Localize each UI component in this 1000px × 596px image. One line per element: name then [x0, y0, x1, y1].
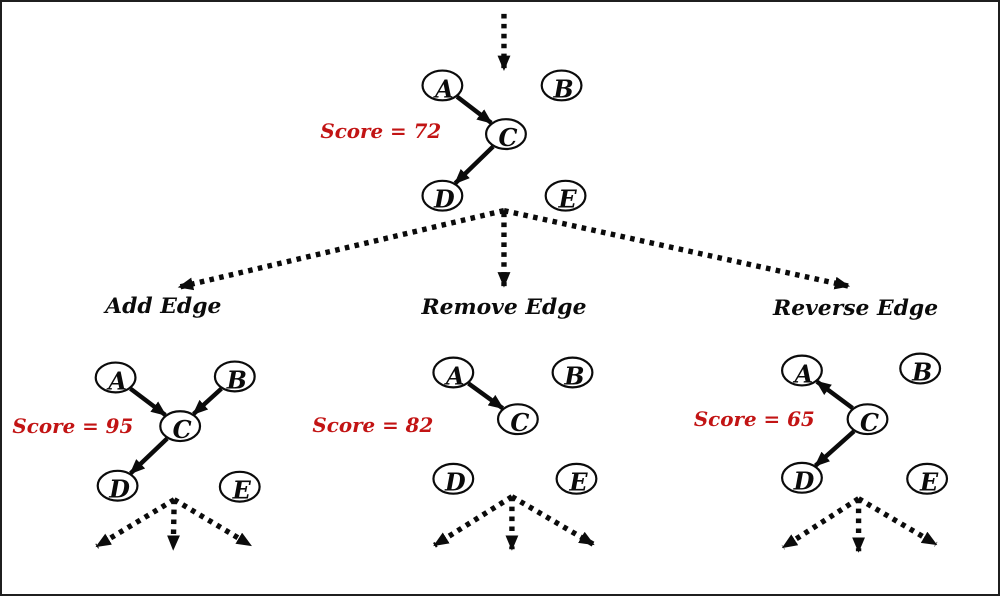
candidate-graph-add-edge-edge-A-C	[129, 386, 167, 417]
node-label: D	[444, 469, 466, 497]
graphs-layer: A B C D E A B C D E A B C D E A B C D E	[94, 69, 949, 505]
candidate-graph-reverse-edge-node-E: E	[906, 462, 949, 497]
node-ellipse	[899, 352, 942, 385]
remove-edge-score-label: Score = 82	[312, 413, 433, 437]
node-label: C	[510, 409, 529, 437]
expand-arrow-add-edge-right	[172, 497, 253, 548]
node-label: A	[444, 362, 465, 390]
node-label: A	[793, 360, 813, 388]
node-ellipse	[218, 470, 261, 503]
node-ellipse	[781, 354, 823, 387]
node-label: B	[563, 362, 584, 390]
candidate-graph-reverse-edge: A B C D E	[781, 352, 949, 497]
node-ellipse	[159, 410, 202, 443]
node-label: A	[433, 75, 454, 103]
parent-graph-node-C: C	[485, 118, 527, 152]
parent-graph-edge-C-D	[453, 144, 495, 185]
node-ellipse	[432, 356, 475, 389]
node-ellipse	[432, 462, 475, 495]
remove-edge-operation-label: Remove Edge	[420, 294, 586, 320]
node-ellipse	[555, 462, 598, 495]
candidate-graph-add-edge-edge-B-C	[192, 386, 223, 416]
node-ellipse	[846, 403, 889, 436]
node-ellipse	[421, 179, 464, 212]
node-ellipse	[485, 118, 527, 151]
expand-arrow-remove-edge-right	[510, 494, 595, 547]
node-ellipse	[540, 69, 583, 102]
candidate-graph-add-edge-node-E: E	[218, 470, 261, 505]
reverse-edge-score-label: Score = 65	[694, 407, 815, 431]
node-ellipse	[496, 403, 539, 436]
candidate-graph-add-edge-node-B: B	[213, 360, 256, 394]
candidate-graph-add-edge-node-A: A	[94, 361, 137, 395]
candidate-graph-add-edge-edge-C-D	[129, 436, 169, 475]
node-label: E	[919, 469, 939, 497]
candidate-graph-reverse-edge-edge-C-A	[815, 379, 854, 410]
expand-arrow-add-edge-mid	[167, 499, 180, 551]
candidate-graph-remove-edge-node-A: A	[432, 356, 475, 390]
parent-graph-node-D: D	[421, 179, 464, 214]
node-label: D	[108, 476, 130, 504]
parent-graph-node-E: E	[544, 179, 587, 214]
candidate-graph-remove-edge: A B C D E	[432, 356, 598, 497]
expand-arrow-remove-edge-left	[433, 494, 514, 548]
node-label: A	[106, 367, 127, 395]
candidate-graph-reverse-edge-node-C: C	[846, 403, 889, 437]
branch-arrow-add-edge	[177, 207, 505, 291]
parent-graph-edge-A-C	[455, 94, 493, 125]
expand-arrow-add-edge-left	[95, 497, 176, 549]
node-label: E	[557, 186, 577, 214]
candidate-graph-reverse-edge-node-B: B	[899, 352, 942, 386]
node-ellipse	[551, 356, 594, 389]
node-ellipse	[213, 360, 256, 393]
candidate-graph-add-edge-node-D: D	[96, 469, 139, 504]
reverse-edge-operation-label: Reverse Edge	[772, 295, 938, 321]
node-label: B	[911, 358, 932, 386]
node-label: D	[433, 186, 455, 214]
candidate-graph-remove-edge-node-C: C	[496, 403, 539, 437]
candidate-graph-reverse-edge-node-D: D	[781, 461, 823, 496]
node-label: B	[553, 75, 574, 103]
node-label: B	[226, 366, 247, 394]
node-label: D	[793, 468, 815, 496]
node-label: E	[568, 469, 588, 497]
parent-graph: A B C D E	[421, 69, 587, 214]
node-ellipse	[96, 469, 139, 502]
node-label: C	[860, 409, 879, 437]
node-ellipse	[906, 462, 949, 495]
candidate-graph-reverse-edge-node-A: A	[781, 354, 823, 388]
candidate-graph-add-edge: A B C D E	[94, 360, 261, 505]
node-label: C	[498, 124, 517, 152]
expand-arrow-reverse-edge-right	[857, 496, 938, 547]
node-ellipse	[94, 361, 137, 394]
node-ellipse	[421, 69, 464, 102]
node-label: E	[232, 477, 252, 505]
node-ellipse	[544, 179, 587, 212]
candidate-graph-remove-edge-node-E: E	[555, 462, 598, 497]
expand-arrow-reverse-edge-left	[781, 496, 861, 550]
candidate-graph-reverse-edge-edge-C-D	[813, 429, 856, 468]
parent-graph-node-A: A	[421, 69, 464, 103]
node-label: C	[173, 416, 192, 444]
parent-score-label: Score = 72	[320, 119, 441, 143]
candidate-graph-add-edge-node-C: C	[159, 410, 202, 444]
parent-graph-node-B: B	[540, 69, 583, 103]
branch-arrow-reverse-edge	[503, 207, 851, 290]
search-arrows-layer	[95, 13, 938, 553]
candidate-graph-remove-edge-edge-A-C	[467, 381, 505, 411]
candidate-graph-remove-edge-node-B: B	[551, 356, 594, 390]
add-edge-score-label: Score = 95	[12, 414, 133, 438]
node-ellipse	[781, 461, 823, 494]
candidate-graph-remove-edge-node-D: D	[432, 462, 475, 497]
add-edge-operation-label: Add Edge	[103, 293, 221, 319]
